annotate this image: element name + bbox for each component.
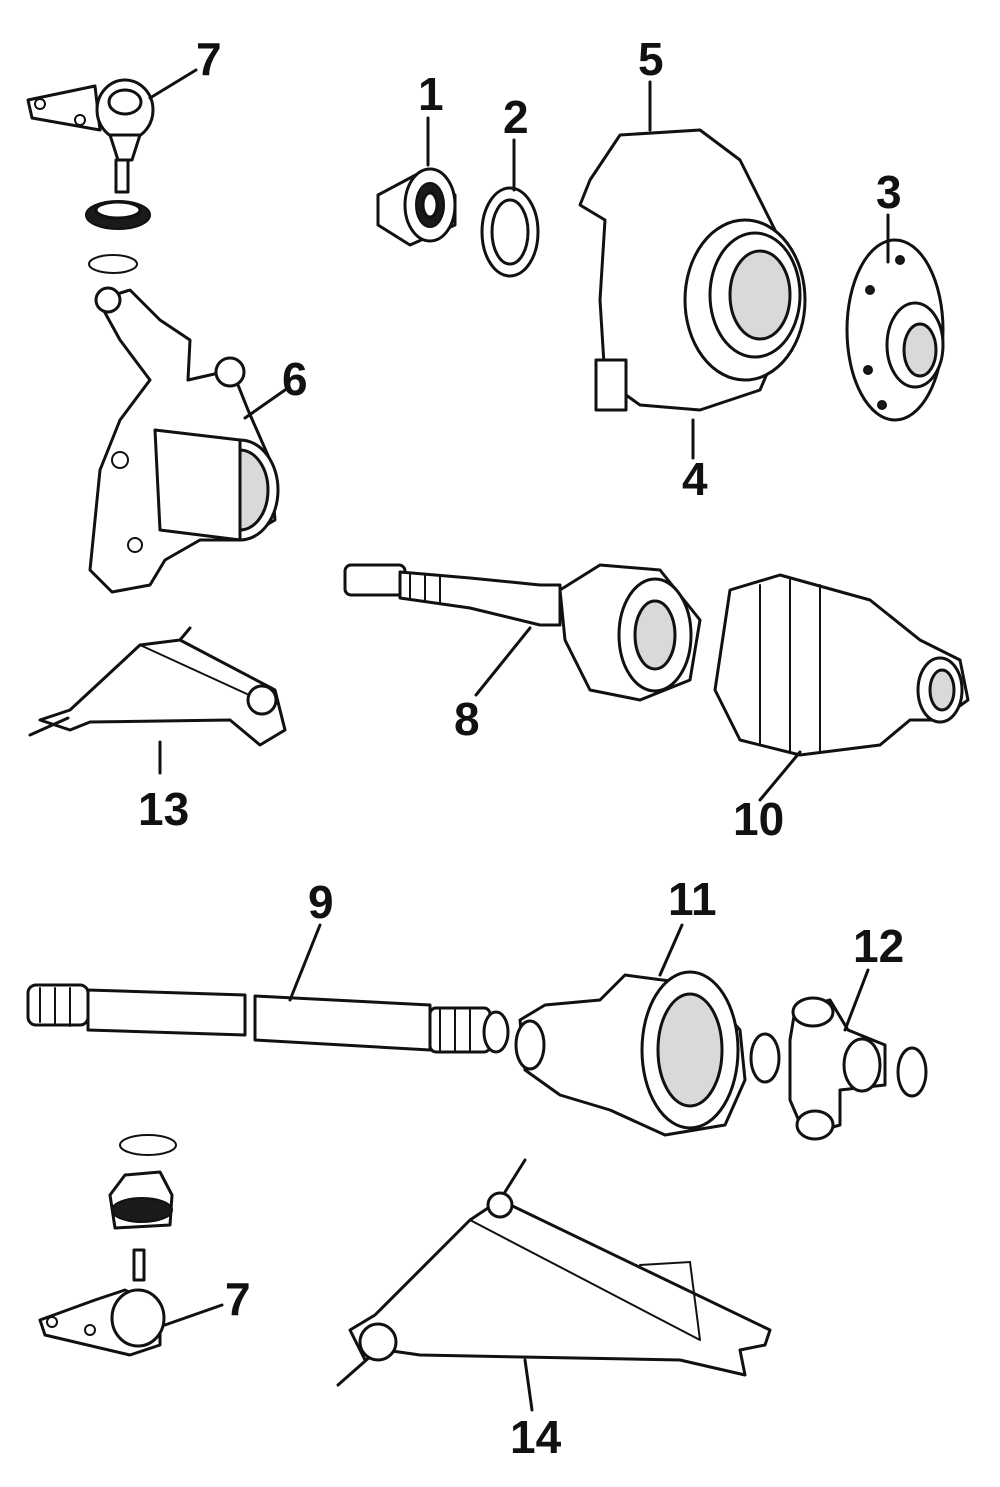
rotor-and-shield: [578, 128, 807, 412]
callout-7-top: 7: [196, 33, 222, 85]
callout-8: 8: [454, 693, 480, 745]
callout-2: 2: [503, 91, 529, 143]
cv-boot-inner: [514, 970, 747, 1137]
callout-13: 13: [138, 783, 189, 835]
callout-labels: 1 2 3 4 5 6 7 7 8 9 10 11 12 13 14: [138, 33, 904, 1463]
callout-6: 6: [282, 353, 308, 405]
cv-boot-outer: [713, 573, 970, 757]
tie-rod-end-bottom: [38, 1134, 177, 1357]
wheel-hub: [845, 238, 945, 422]
callout-10: 10: [733, 793, 784, 845]
callout-5: 5: [638, 33, 664, 85]
callout-12: 12: [853, 920, 904, 972]
callout-9: 9: [308, 876, 334, 928]
steering-knuckle: [88, 286, 280, 594]
callout-11: 11: [668, 873, 717, 925]
control-arm-small: [28, 626, 287, 747]
snap-ring: [480, 186, 540, 278]
callout-7-bottom: 7: [225, 1273, 251, 1325]
wheel-bearing: [376, 167, 457, 247]
callout-1: 1: [418, 68, 444, 120]
tie-rod-end-top: [26, 78, 155, 274]
callout-14: 14: [510, 1411, 562, 1463]
control-arm-large: [336, 1158, 772, 1387]
inner-axle-shaft: [26, 983, 510, 1054]
tripod-joint: [749, 996, 928, 1141]
outer-axle-shaft: [343, 563, 702, 702]
callout-4: 4: [682, 453, 708, 505]
callout-3: 3: [876, 166, 902, 218]
leader-lines: [148, 68, 890, 1412]
